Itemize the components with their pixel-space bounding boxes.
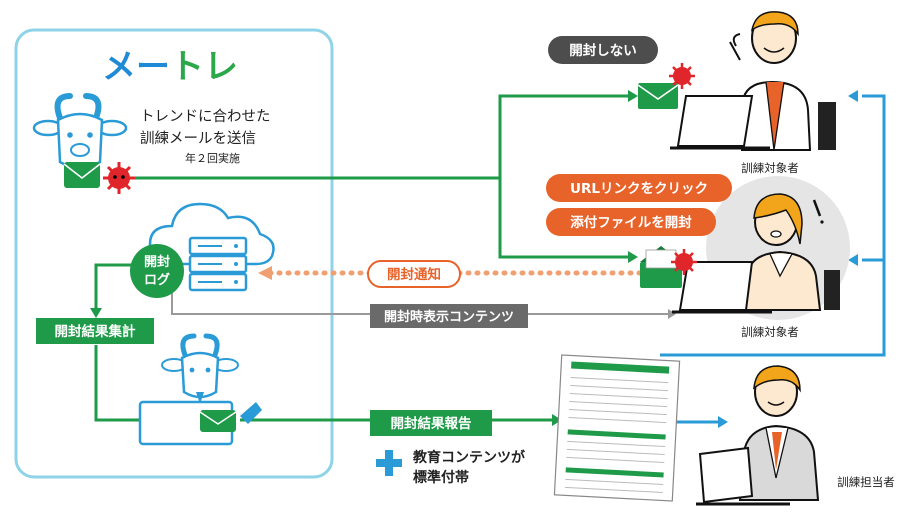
virus-icon — [669, 63, 695, 89]
report-arrow-head — [552, 414, 562, 426]
virus-icon — [671, 249, 697, 275]
aggregate-label: 開封結果集計 — [55, 323, 136, 340]
envelope-icon — [637, 83, 679, 109]
arrow-head-top — [628, 90, 638, 102]
not-open-bubble-text: 開封しない — [569, 42, 637, 59]
contents-label-box — [370, 304, 528, 328]
sender-text-line2: 訓練メールを送信 — [140, 130, 256, 147]
sender-text-line3: 年２回実施 — [185, 151, 240, 165]
notify-arrow-head — [258, 266, 272, 280]
attachment-open-bubble-text: 添付ファイルを開封 — [570, 214, 692, 231]
logo-text-part-green: トレ — [170, 47, 238, 87]
manager-illustration — [738, 365, 820, 501]
sender-text-line1: トレンドに合わせた — [140, 108, 271, 125]
education-line2: 標準付帯 — [413, 469, 469, 486]
attachment-open-bubble — [546, 208, 716, 236]
arrow-head-return-mid — [848, 254, 858, 266]
logo-text: メートレ — [102, 47, 238, 87]
laptop-icon — [696, 446, 790, 506]
virus-icon — [103, 162, 135, 194]
url-click-bubble-text: URLリンクをクリック — [570, 181, 708, 197]
send-line-mid — [498, 178, 628, 259]
arrow-head-manager — [718, 416, 728, 428]
laptop-icon — [670, 95, 770, 150]
laptop-icon — [672, 261, 772, 314]
log-badge-line1: 開封 — [144, 254, 170, 270]
aggregate-arrow-head — [90, 308, 102, 318]
log-badge-line2: ログ — [144, 272, 170, 288]
url-click-bubble — [546, 174, 732, 202]
goat-sender-illustration — [32, 93, 128, 188]
pen-icon — [240, 402, 262, 424]
education-line1: 教育コンテンツが — [413, 449, 526, 466]
arrow-head-return-top — [848, 90, 858, 102]
person-top-illustration — [729, 11, 836, 151]
not-open-bubble — [548, 36, 658, 64]
envelope-icon — [64, 162, 100, 188]
logo-text-part-blue: メー — [102, 47, 170, 87]
send-line-top — [130, 94, 628, 180]
notify-label-box — [367, 260, 461, 288]
contents-arrow-head — [668, 309, 676, 319]
manager-caption: 訓練担当者 — [837, 475, 895, 489]
contents-label: 開封時表示コンテンツ — [384, 309, 514, 325]
aggregate-line-out — [94, 345, 140, 422]
report-label: 開封結果報告 — [391, 415, 472, 432]
open-envelope-icon — [640, 246, 682, 288]
return-line — [660, 94, 886, 357]
report-label-box — [370, 410, 492, 436]
server-icon — [188, 236, 248, 292]
arrow-head-mid — [628, 251, 638, 263]
report-document-icon — [553, 354, 681, 502]
mid-target-caption: 訓練対象者 — [741, 325, 799, 339]
aggregate-line-in — [94, 263, 140, 310]
aggregate-label-box — [36, 318, 154, 344]
person-mid-illustration — [742, 193, 840, 311]
plus-icon — [376, 450, 402, 476]
top-target-caption: 訓練対象者 — [741, 161, 799, 175]
log-badge — [130, 244, 184, 298]
goat-analyst-illustration — [138, 333, 262, 446]
notify-label: 開封通知 — [387, 266, 441, 283]
envelope-icon — [200, 410, 236, 432]
